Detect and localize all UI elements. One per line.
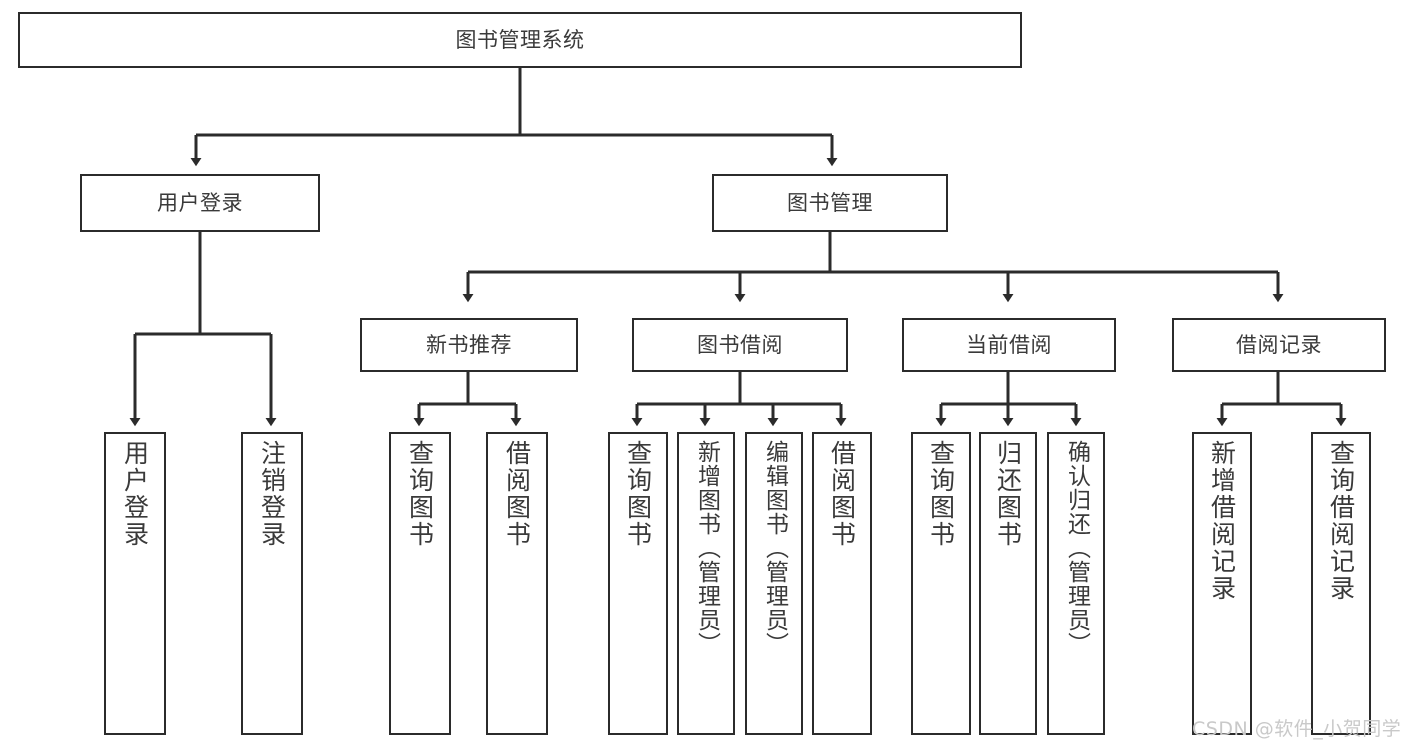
leaf-logout[interactable]: 注销登录	[241, 432, 303, 735]
node-root-system[interactable]: 图书管理系统	[18, 12, 1022, 68]
node-borrow-record[interactable]: 借阅记录	[1172, 318, 1386, 372]
leaf-add-borrow-record[interactable]: 新增借阅记录	[1192, 432, 1252, 735]
leaf-query-borrow-record[interactable]: 查询借阅记录	[1311, 432, 1371, 735]
node-label: 新增借阅记录	[1207, 440, 1237, 602]
node-label: 用户登录	[157, 190, 243, 215]
node-label: 查询借阅记录	[1326, 440, 1356, 602]
node-user-login[interactable]: 用户登录	[80, 174, 320, 232]
node-label: 查询图书	[926, 440, 956, 548]
node-current-borrow[interactable]: 当前借阅	[902, 318, 1116, 372]
node-book-management[interactable]: 图书管理	[712, 174, 948, 232]
leaf-confirm-return-admin[interactable]: 确认归还（管理员）	[1047, 432, 1105, 735]
node-label: 新增图书（管理员）	[693, 440, 720, 656]
leaf-user-login[interactable]: 用户登录	[104, 432, 166, 735]
csdn-watermark: CSDN @软件_小贺同学	[1192, 718, 1402, 740]
node-label: 编辑图书（管理员）	[761, 440, 788, 656]
leaf-return-book[interactable]: 归还图书	[979, 432, 1037, 735]
node-label: 用户登录	[120, 440, 150, 548]
node-label: 借阅图书	[827, 440, 857, 548]
leaf-borrow-book[interactable]: 借阅图书	[812, 432, 872, 735]
node-label: 图书借阅	[697, 332, 783, 357]
node-label: 注销登录	[257, 440, 287, 548]
node-label: 查询图书	[405, 440, 435, 548]
leaf-borrow-book-recommend[interactable]: 借阅图书	[486, 432, 548, 735]
node-label: 图书管理系统	[455, 27, 585, 52]
node-label: 确认归还（管理员）	[1063, 440, 1090, 656]
node-label: 新书推荐	[426, 332, 512, 357]
node-label: 归还图书	[993, 440, 1023, 548]
node-label: 当前借阅	[966, 332, 1052, 357]
leaf-add-book-admin[interactable]: 新增图书（管理员）	[677, 432, 735, 735]
node-new-book-recommend[interactable]: 新书推荐	[360, 318, 578, 372]
leaf-query-book-borrow[interactable]: 查询图书	[608, 432, 668, 735]
leaf-edit-book-admin[interactable]: 编辑图书（管理员）	[745, 432, 803, 735]
node-label: 查询图书	[623, 440, 653, 548]
node-label: 图书管理	[787, 190, 873, 215]
node-label: 借阅图书	[502, 440, 532, 548]
leaf-query-book-current[interactable]: 查询图书	[911, 432, 971, 735]
node-book-borrow[interactable]: 图书借阅	[632, 318, 848, 372]
leaf-query-book-recommend[interactable]: 查询图书	[389, 432, 451, 735]
node-label: 借阅记录	[1236, 332, 1322, 357]
